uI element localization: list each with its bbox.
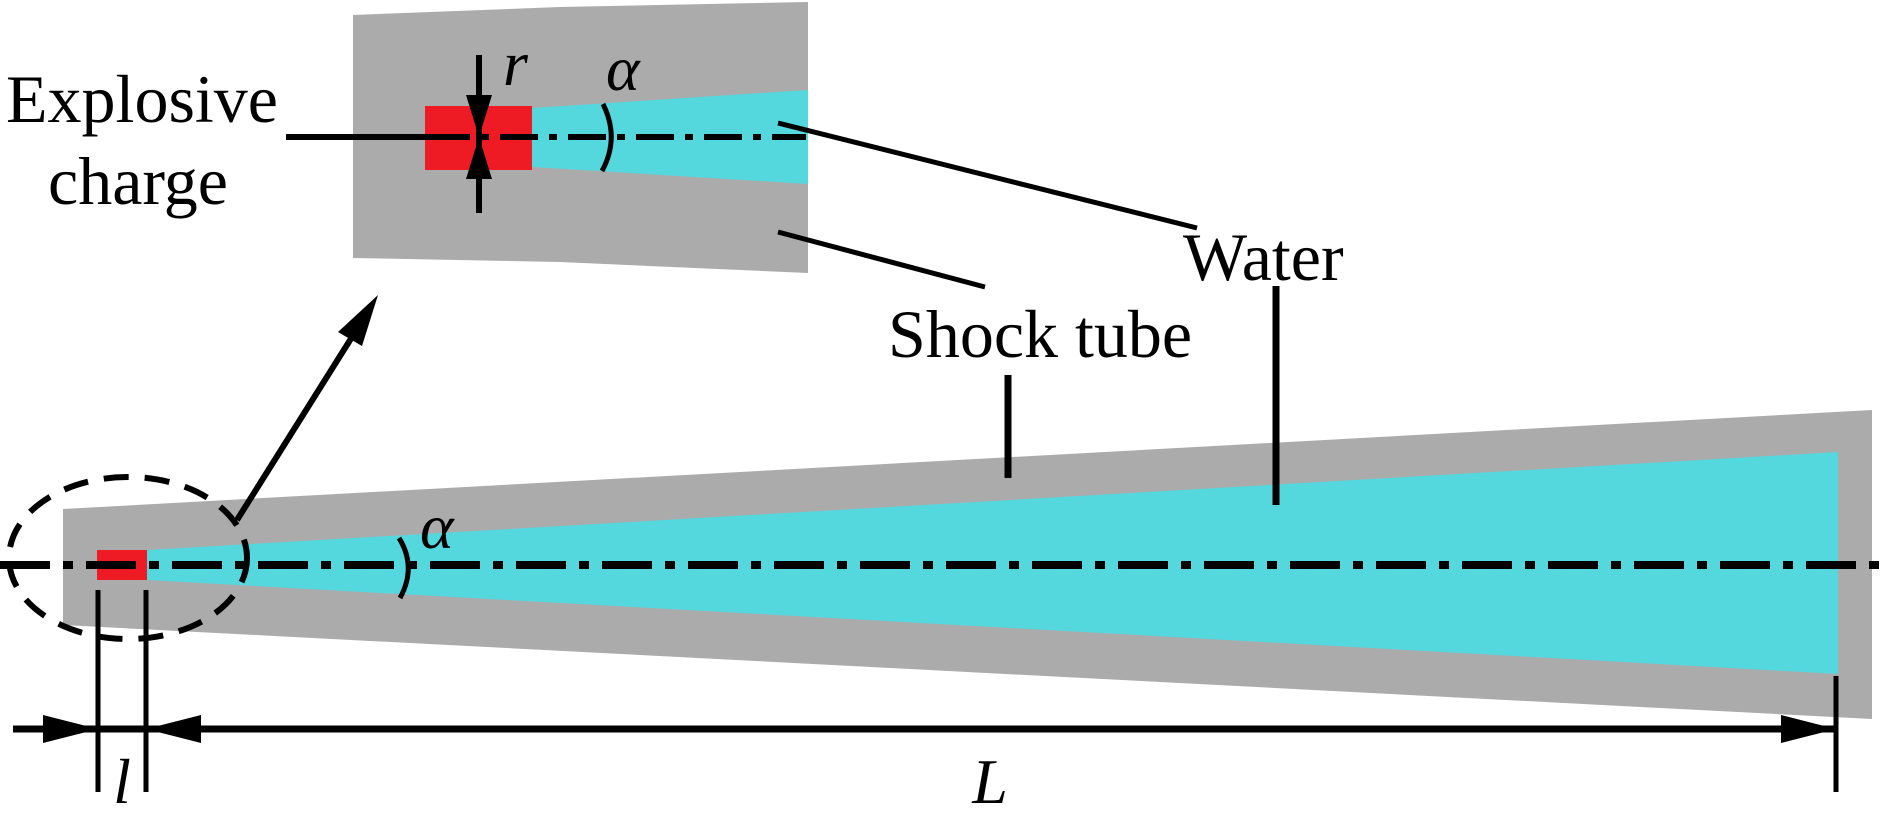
charge-radius-label: r <box>503 28 529 99</box>
inset-angle-label: α <box>606 33 641 104</box>
inset-angle-arc <box>599 102 614 173</box>
shock-tube-label: Shock tube <box>888 296 1192 372</box>
magnify-arrow-line <box>234 335 355 522</box>
water-leader-line <box>777 120 1198 231</box>
charge-radius-arrow-up <box>466 137 492 179</box>
explosive-charge-label-line2: charge <box>48 143 228 219</box>
main-angle-label: α <box>420 491 455 562</box>
detail-ellipse <box>6 474 250 642</box>
l-dim-arrow-left <box>43 715 98 743</box>
water-label: Water <box>1183 219 1344 295</box>
L-dim-arrow-left <box>146 715 201 743</box>
magnify-arrow-head <box>338 295 378 346</box>
main-angle-arc <box>396 536 411 600</box>
charge-length-label: l <box>113 746 131 817</box>
L-dim-arrow-right <box>1781 715 1836 743</box>
explosive-charge-label-line1: Explosive <box>6 61 278 137</box>
shock-tube-leader-line <box>777 229 986 290</box>
tube-length-label: L <box>971 746 1008 817</box>
charge-radius-arrow-down <box>466 95 492 137</box>
